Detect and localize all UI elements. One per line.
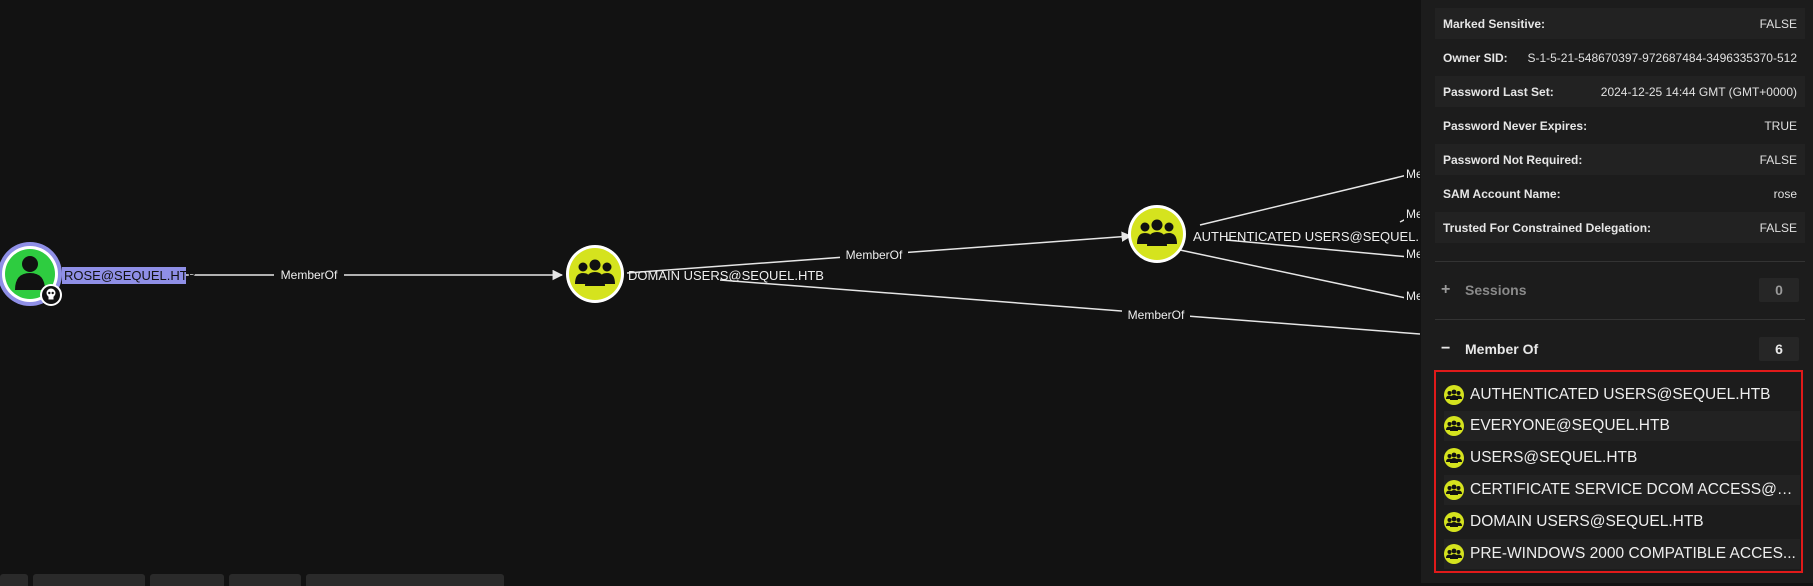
member-of-item[interactable]: AUTHENTICATED USERS@SEQUEL.HTB: [1444, 380, 1800, 410]
user-icon: [15, 256, 45, 290]
property-row: Marked Sensitive: FALSE: [1435, 8, 1805, 39]
member-of-section-header[interactable]: − Member Of 6: [1435, 332, 1805, 366]
edge-label-text: Me: [1406, 247, 1420, 261]
node-rose[interactable]: ROSE@SEQUEL.HTB: [0, 242, 196, 306]
property-key: Marked Sensitive:: [1443, 16, 1546, 31]
property-value: FALSE: [1759, 152, 1797, 167]
edge-label[interactable]: Me: [1404, 206, 1420, 222]
property-value: 2024-12-25 14:44 GMT (GMT+0000): [1600, 84, 1797, 99]
property-value: rose: [1773, 186, 1797, 201]
edge-label-text: MemberOf: [846, 248, 903, 262]
node-label: ROSE@SEQUEL.HTB: [64, 268, 196, 283]
property-key: Password Never Expires:: [1443, 118, 1588, 133]
property-value: FALSE: [1759, 16, 1797, 31]
property-key: Owner SID:: [1443, 50, 1508, 65]
property-key: SAM Account Name:: [1443, 186, 1561, 201]
edge-domain-users-to-offscreen[interactable]: [719, 279, 1420, 335]
section-count-badge: 6: [1759, 337, 1799, 361]
group-icon: [1444, 480, 1464, 500]
bottom-toolbar-tab[interactable]: [0, 574, 28, 586]
member-of-item[interactable]: EVERYONE@SEQUEL.HTB: [1444, 411, 1800, 441]
node-label: AUTHENTICATED USERS@SEQUEL.HTE: [1193, 229, 1420, 244]
property-row: Password Not Required: FALSE: [1435, 144, 1805, 175]
member-of-item[interactable]: CERTIFICATE SERVICE DCOM ACCESS@SE...: [1444, 475, 1800, 505]
property-row: Trusted For Constrained Delegation: FALS…: [1435, 212, 1805, 243]
property-row: Password Last Set: 2024-12-25 14:44 GMT …: [1435, 76, 1805, 107]
edge-label-text: Me: [1406, 207, 1420, 221]
edges: [186, 171, 1420, 335]
edge-authenticated-to-offscreen-4[interactable]: [1179, 249, 1420, 302]
edge-label-text: MemberOf: [281, 268, 338, 282]
group-icon: [575, 259, 615, 286]
section-divider: [1435, 319, 1805, 320]
edge-label[interactable]: Me: [1404, 288, 1420, 304]
node-authenticated-users[interactable]: AUTHENTICATED USERS@SEQUEL.HTE: [1128, 205, 1420, 263]
group-icon: [1444, 544, 1464, 564]
property-key: Trusted For Constrained Delegation:: [1443, 220, 1652, 235]
group-icon: [1444, 416, 1464, 436]
member-of-highlight-box: [1434, 370, 1803, 573]
edge-label-text: MemberOf: [1128, 308, 1185, 322]
property-row: Password Never Expires: TRUE: [1435, 110, 1805, 141]
property-row: SAM Account Name: rose: [1435, 178, 1805, 209]
group-icon: [1444, 512, 1464, 532]
edge-label[interactable]: MemberOf: [1122, 307, 1190, 323]
edge-authenticated-to-offscreen-3[interactable]: [1225, 239, 1420, 259]
expand-icon: +: [1441, 281, 1451, 298]
property-value: S-1-5-21-548670397-972687484-3496335370-…: [1527, 50, 1797, 65]
bottom-toolbar-tab[interactable]: [306, 574, 504, 586]
node-domain-users[interactable]: DOMAIN USERS@SEQUEL.HTB: [566, 245, 824, 303]
property-key: Password Not Required:: [1443, 152, 1583, 167]
bottom-toolbar-tab[interactable]: [33, 574, 145, 586]
group-icon: [1444, 385, 1464, 405]
edge-label[interactable]: MemberOf: [274, 267, 344, 283]
edge-label-text: Me: [1406, 167, 1420, 181]
bottom-toolbar-tab[interactable]: [229, 574, 301, 586]
edge-label[interactable]: Me: [1404, 166, 1420, 182]
graph-canvas[interactable]: MemberOf MemberOf MemberOf Me Me Me Me: [0, 0, 1420, 583]
member-of-item[interactable]: DOMAIN USERS@SEQUEL.HTB: [1444, 507, 1800, 537]
edge-label[interactable]: Me: [1404, 246, 1420, 262]
section-divider: [1435, 261, 1805, 262]
section-count-badge: 0: [1759, 278, 1799, 302]
member-of-item[interactable]: USERS@SEQUEL.HTB: [1444, 443, 1800, 473]
property-key: Password Last Set:: [1443, 84, 1554, 99]
group-icon: [1137, 219, 1177, 246]
section-title: Member Of: [1465, 341, 1539, 357]
collapse-icon: −: [1441, 340, 1451, 357]
skull-icon: [40, 284, 62, 306]
group-icon: [1444, 448, 1464, 468]
edge-label-text: Me: [1406, 289, 1420, 303]
section-title: Sessions: [1465, 282, 1527, 298]
member-of-item[interactable]: PRE-WINDOWS 2000 COMPATIBLE ACCES...: [1444, 539, 1800, 569]
edge-label[interactable]: MemberOf: [840, 247, 908, 263]
node-label-highlight: [62, 267, 186, 284]
node-label: DOMAIN USERS@SEQUEL.HTB: [628, 268, 824, 283]
bottom-toolbar-tab[interactable]: [150, 574, 224, 586]
edge-authenticated-to-offscreen-1[interactable]: [1199, 171, 1420, 226]
property-value: TRUE: [1764, 118, 1797, 133]
property-row: Owner SID: S-1-5-21-548670397-972687484-…: [1435, 42, 1805, 73]
property-value: FALSE: [1759, 220, 1797, 235]
sessions-section-header[interactable]: + Sessions 0: [1435, 273, 1805, 307]
